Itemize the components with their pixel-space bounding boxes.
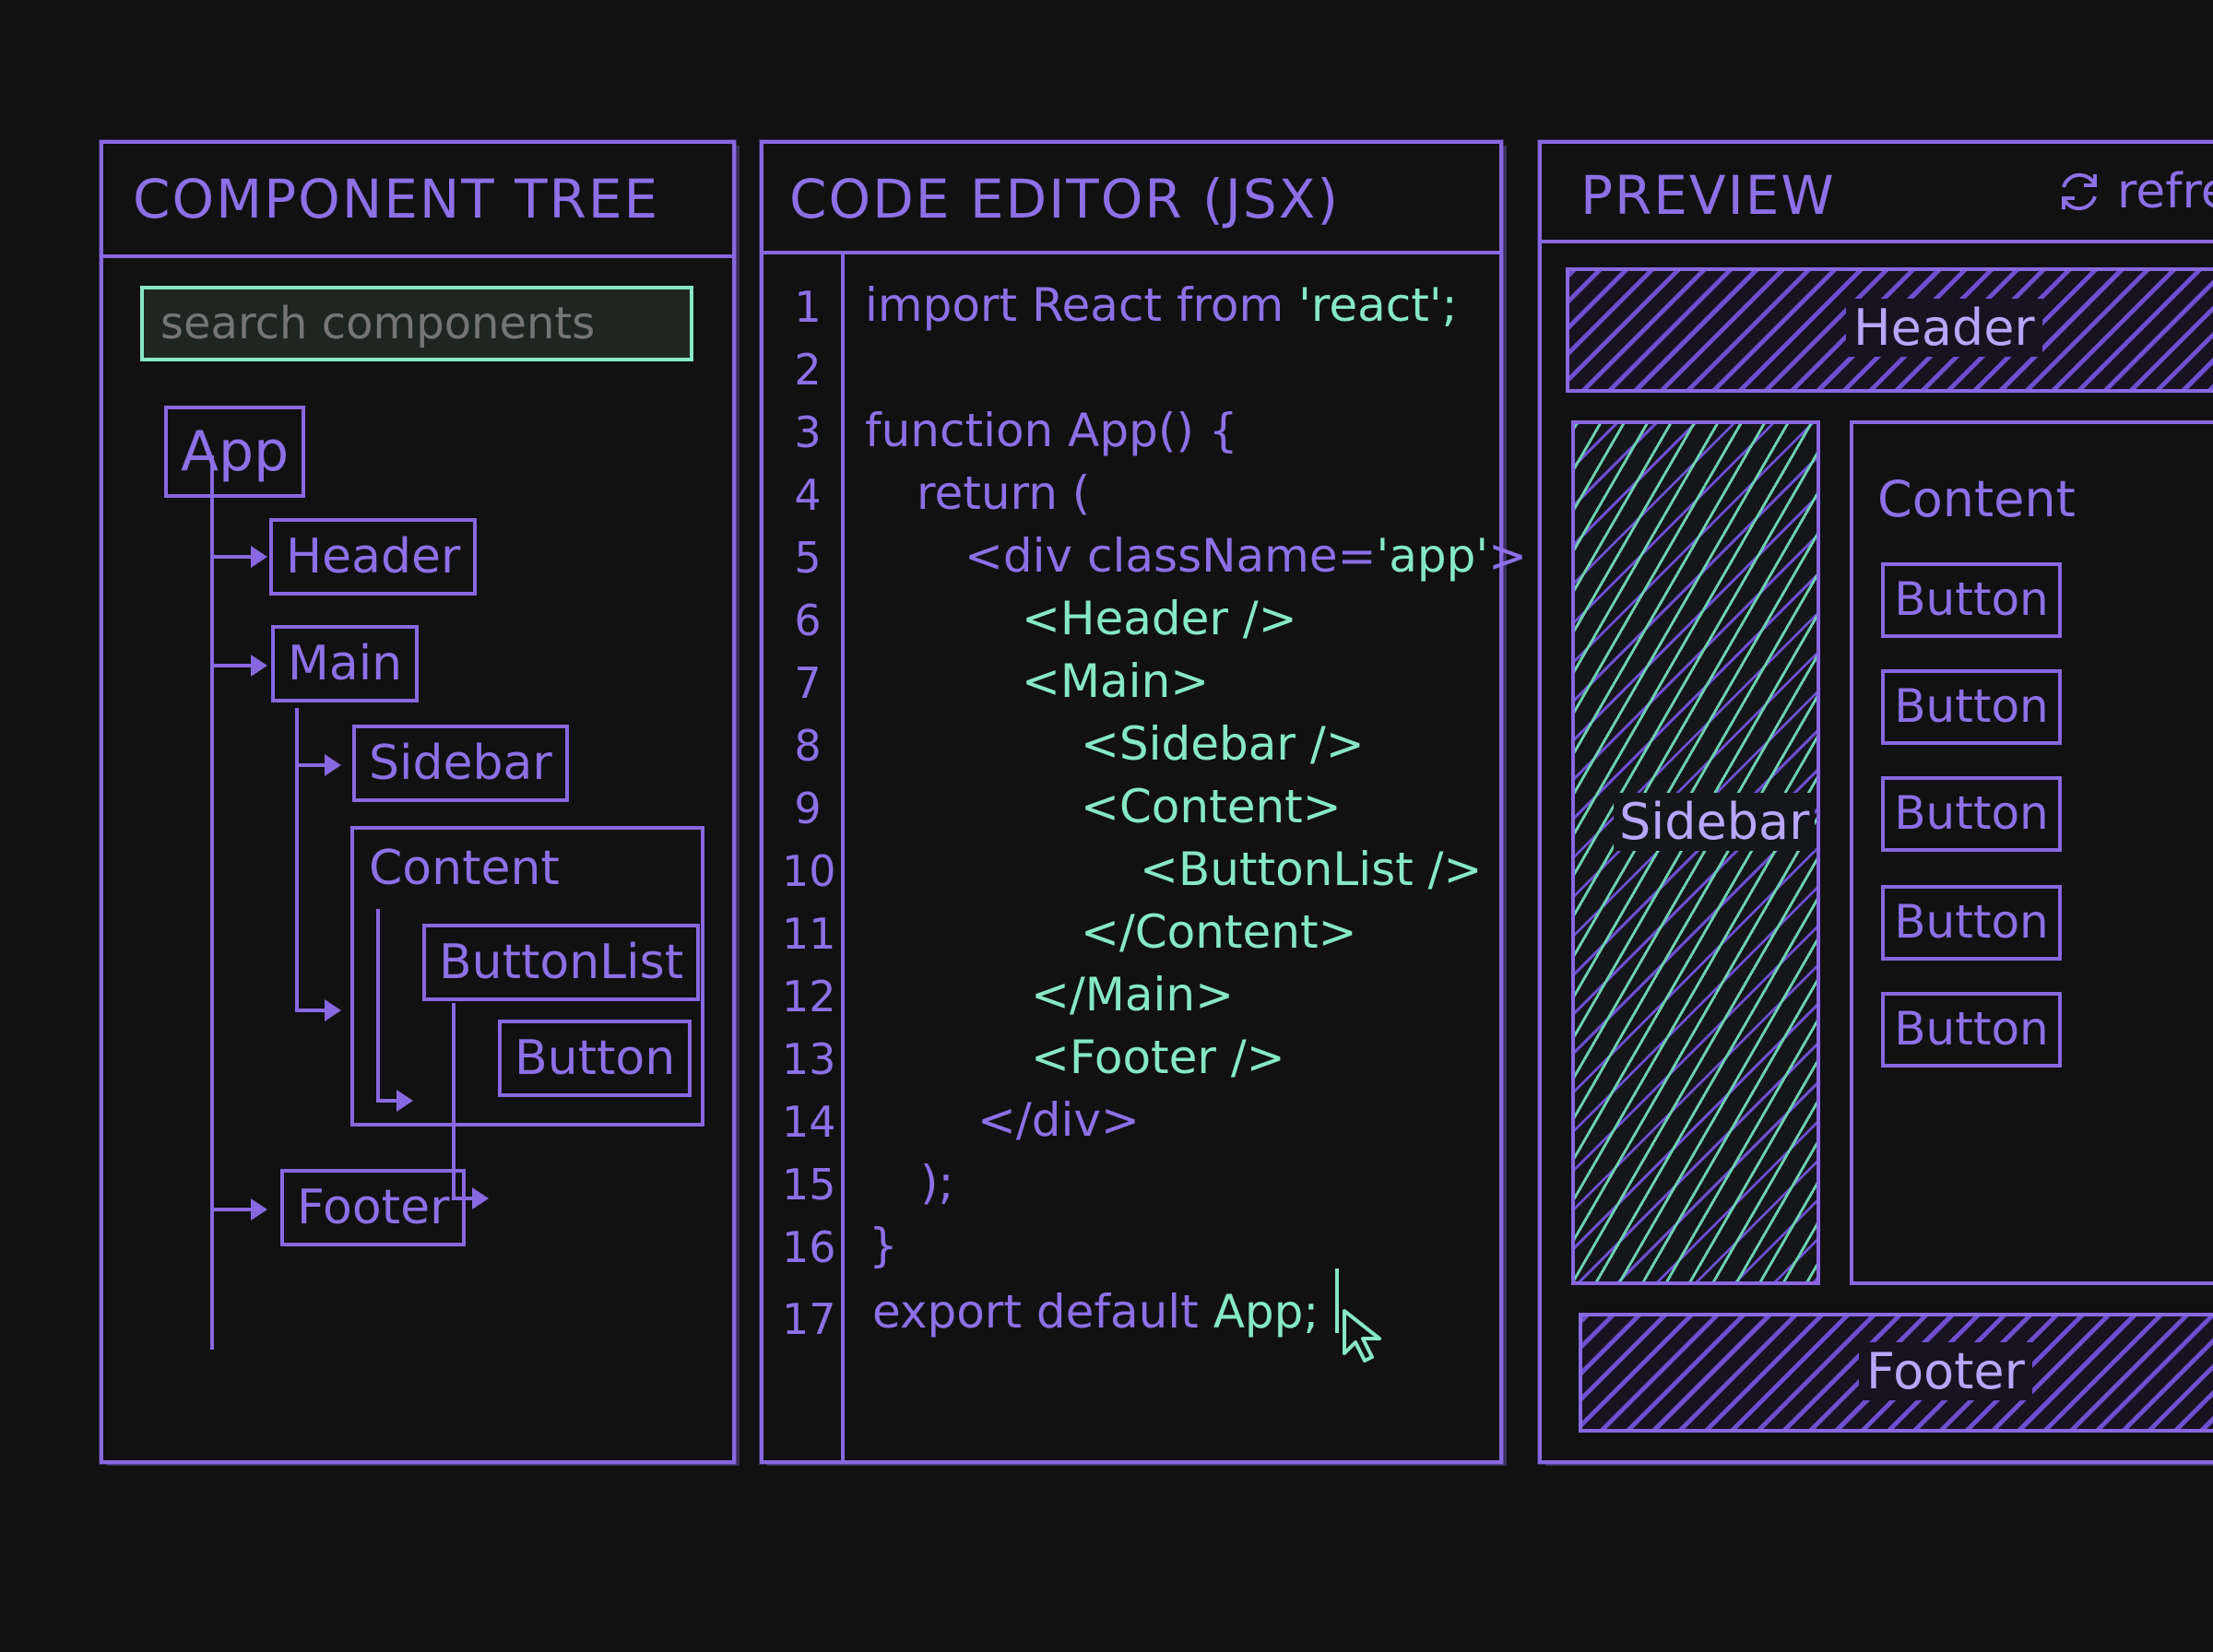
preview-header-label: Header — [1846, 299, 2042, 357]
tree-node-header[interactable]: Header — [269, 518, 478, 596]
line-number: 12 — [782, 972, 836, 1021]
preview-button-3[interactable]: Button — [1881, 776, 2062, 852]
line-number: 17 — [782, 1294, 836, 1344]
code-token: 'react'; — [1298, 278, 1458, 332]
line-number: 7 — [794, 658, 822, 708]
line-number: 14 — [782, 1097, 836, 1147]
code-line-11[interactable]: </Content> — [1081, 905, 1357, 959]
tree-connector-main-children — [295, 708, 299, 1012]
tree-arrow-icon — [251, 1198, 267, 1221]
code-editor-panel: CODE EDITOR (JSX) 1 2 3 4 5 6 7 8 9 10 1… — [760, 140, 1527, 1464]
tree-connector-app — [210, 455, 214, 1350]
line-number: 6 — [794, 596, 822, 645]
tree-arrow-icon — [325, 999, 341, 1021]
refresh-icon — [2062, 172, 2097, 211]
tree-node-app[interactable]: App — [164, 406, 306, 498]
line-number-gutter — [841, 251, 845, 1460]
tree-connector-content — [295, 1009, 328, 1012]
code-line-7[interactable]: <Main> — [1022, 655, 1210, 708]
tree-arrow-icon — [396, 1090, 413, 1112]
line-number: 11 — [782, 909, 836, 959]
tree-connector-buttonlist-children — [452, 1003, 456, 1198]
code-token: 'app' — [1376, 529, 1489, 583]
code-token: App; — [1213, 1285, 1320, 1339]
code-line-3[interactable]: function App() { — [865, 404, 1238, 457]
code-line-10[interactable]: <ButtonList /> — [1140, 843, 1483, 896]
line-number: 4 — [794, 470, 822, 520]
tree-arrow-icon — [251, 546, 267, 568]
code-token: import React from — [865, 278, 1299, 332]
preview-content-label: Content — [1877, 470, 2076, 528]
line-number: 5 — [794, 533, 822, 583]
mouse-cursor-icon — [1343, 1309, 1381, 1363]
code-token: export default — [872, 1285, 1213, 1339]
component-tree-title: COMPONENT TREE — [133, 168, 660, 230]
code-token: > — [1488, 529, 1528, 583]
tree-connector-content-children — [376, 909, 380, 1103]
code-line-8[interactable]: <Sidebar /> — [1081, 717, 1365, 771]
search-components-input[interactable] — [140, 286, 693, 361]
tree-node-sidebar[interactable]: Sidebar — [352, 725, 569, 802]
refresh-label: refre — [2117, 164, 2213, 219]
component-tree-panel: COMPONENT TREE App Header Main Sidebar C… — [100, 140, 736, 1464]
text-caret — [1335, 1268, 1339, 1333]
preview-content-block: Content Button Button Button Button Butt… — [1850, 420, 2213, 1285]
code-line-12[interactable]: </Main> — [1031, 968, 1234, 1021]
tree-connector-header — [210, 555, 256, 559]
preview-button-4[interactable]: Button — [1881, 885, 2062, 961]
line-number: 16 — [782, 1222, 836, 1272]
refresh-button[interactable]: refre — [2054, 164, 2213, 219]
tree-connector-sidebar — [295, 763, 328, 767]
code-line-4[interactable]: return ( — [917, 466, 1091, 520]
code-line-1[interactable]: import React from 'react'; — [865, 278, 1457, 332]
tree-arrow-icon — [325, 754, 341, 776]
line-number: 1 — [794, 282, 822, 332]
preview-header-block: Header — [1566, 267, 2213, 393]
tree-node-buttonlist[interactable]: ButtonList — [422, 924, 701, 1001]
code-line-5[interactable]: <div className='app'> — [964, 529, 1527, 583]
preview-footer-label: Footer — [1859, 1342, 2032, 1400]
tree-node-main[interactable]: Main — [271, 625, 420, 702]
tree-node-content[interactable]: Content — [369, 841, 560, 896]
preview-title: PREVIEW — [1580, 164, 1836, 227]
tree-arrow-icon — [251, 655, 267, 677]
preview-panel: PREVIEW refre Header Sidebar Content But… — [1538, 140, 2213, 1464]
line-number: 3 — [794, 407, 822, 457]
code-line-15[interactable]: ); — [920, 1156, 954, 1210]
tree-node-button[interactable]: Button — [498, 1020, 692, 1097]
code-line-13[interactable]: <Footer /> — [1031, 1031, 1285, 1084]
code-line-17[interactable]: export default App; — [872, 1285, 1319, 1339]
code-line-6[interactable]: <Header /> — [1022, 592, 1297, 645]
tree-node-footer[interactable]: Footer — [280, 1169, 467, 1246]
component-tree-divider — [103, 254, 732, 258]
code-line-16[interactable]: } — [869, 1219, 898, 1272]
code-line-14[interactable]: </div> — [977, 1093, 1140, 1147]
tree-connector-buttonlist — [376, 1099, 400, 1103]
tree-connector-main — [210, 664, 256, 667]
code-token: <div className= — [964, 529, 1377, 583]
line-number: 2 — [794, 345, 822, 395]
preview-button-2[interactable]: Button — [1881, 669, 2062, 745]
line-number: 9 — [794, 784, 822, 833]
line-number: 15 — [782, 1160, 836, 1210]
preview-sidebar-label: Sidebar — [1614, 793, 1816, 851]
preview-button-1[interactable]: Button — [1881, 562, 2062, 638]
code-line-9[interactable]: <Content> — [1081, 780, 1342, 833]
tree-connector-footer — [210, 1208, 256, 1211]
line-number: 8 — [794, 721, 822, 771]
preview-footer-block: Footer — [1579, 1313, 2213, 1433]
code-editor-divider — [763, 251, 1499, 254]
line-number: 10 — [782, 846, 836, 896]
tree-arrow-icon — [472, 1187, 489, 1210]
code-editor-title: CODE EDITOR (JSX) — [789, 168, 1341, 230]
line-number: 13 — [782, 1034, 836, 1084]
preview-sidebar-block: Sidebar — [1571, 420, 1820, 1285]
preview-button-5[interactable]: Button — [1881, 992, 2062, 1068]
preview-divider — [1542, 240, 2213, 243]
tree-node-content-group — [350, 826, 704, 1127]
